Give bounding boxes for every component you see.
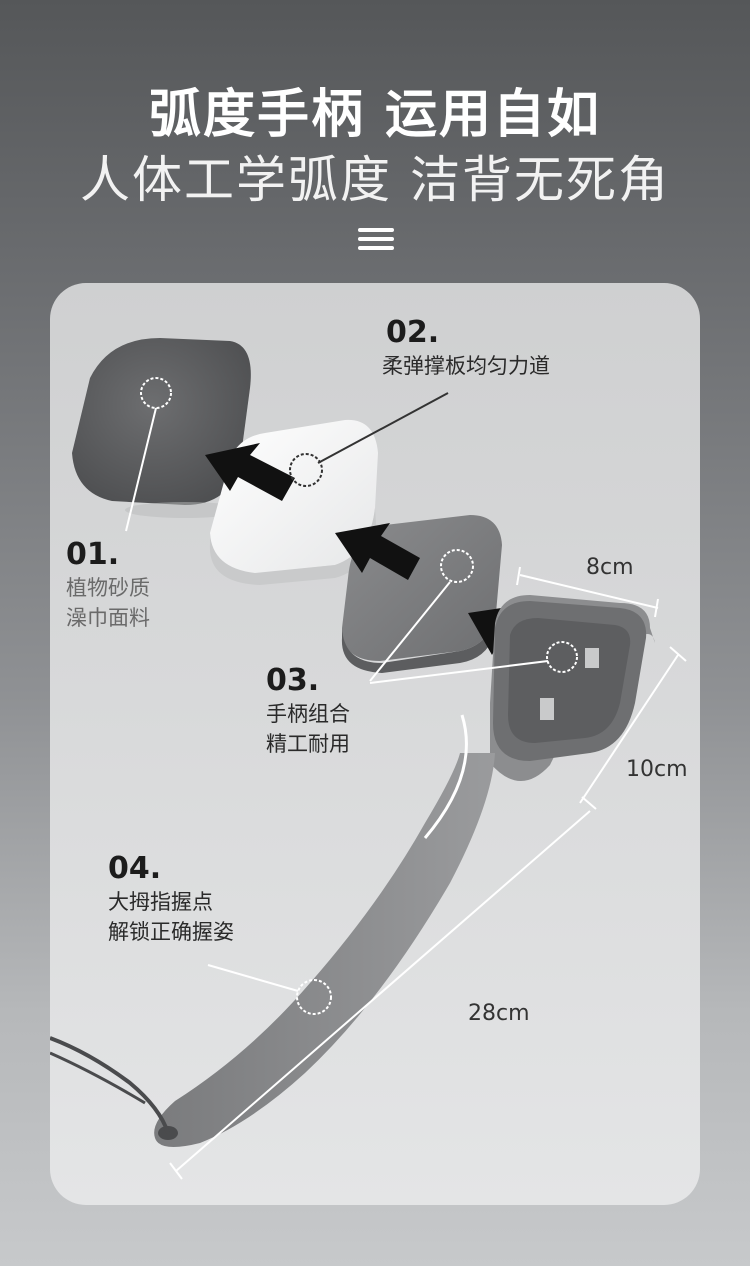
callout-03-line2: 精工耐用 xyxy=(266,732,350,756)
dimension-total-length: 28cm xyxy=(468,1001,530,1026)
product-illustration xyxy=(50,338,687,1180)
callout-04-line1: 大拇指握点 xyxy=(108,890,213,914)
callout-02-line1: 柔弹撑板均匀力道 xyxy=(382,354,550,378)
dimension-lines xyxy=(169,566,687,1180)
callout-04-number: 04. xyxy=(108,851,162,886)
callout-01-line1: 植物砂质 xyxy=(66,576,150,600)
subheadline: 人体工学弧度 洁背无死角 xyxy=(80,151,670,209)
dimension-width: 8cm xyxy=(586,555,634,580)
product-panel: 01. 植物砂质 澡巾面料 02. 柔弹撑板均匀力道 03. 手柄组合 精工耐用… xyxy=(50,283,700,1205)
callout-02-number: 02. xyxy=(386,315,440,350)
dimension-head-length: 10cm xyxy=(626,757,688,782)
callout-01-number: 01. xyxy=(66,537,120,572)
callout-03-line1: 手柄组合 xyxy=(266,702,350,726)
menu-icon xyxy=(358,228,394,254)
sponge-pad xyxy=(72,338,251,518)
brush-handle xyxy=(50,595,655,1147)
dashed-circle-icon xyxy=(125,377,578,1015)
callout-04-line2: 解锁正确握姿 xyxy=(108,920,234,944)
callout-03-number: 03. xyxy=(266,663,320,698)
callout-01-line2: 澡巾面料 xyxy=(66,606,150,630)
headline: 弧度手柄 运用自如 xyxy=(148,85,602,145)
curve-indicator xyxy=(423,714,468,839)
